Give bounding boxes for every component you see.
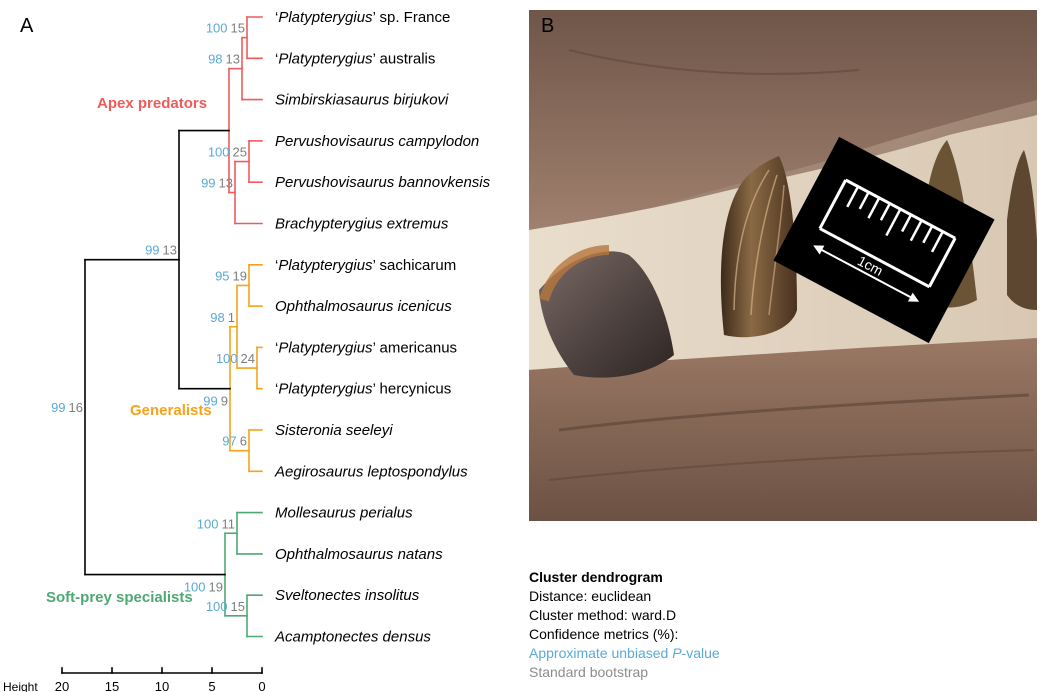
taxon-name: Platypterygius (278, 339, 373, 356)
taxon-label: Brachypterygius extremus (275, 216, 449, 233)
taxon-name: Platypterygius (278, 257, 373, 274)
taxon-name: Pervushovisaurus bannovkensis (275, 174, 491, 191)
confidence-n3-au: 100 (208, 145, 230, 160)
taxon-suffix: ’ sachicarum (373, 257, 457, 274)
taxon-label: ‘Platypterygius’ sachicarum (275, 257, 456, 274)
taxon-label: Acamptonectes densus (274, 629, 431, 646)
legend-method: Cluster method: ward.D (529, 606, 720, 625)
confidence-n14-au: 99 (145, 243, 159, 258)
taxon-name: Platypterygius (278, 381, 373, 398)
taxon-label: ‘Platypterygius’ hercynicus (275, 381, 451, 398)
taxon-label: ‘Platypterygius’ americanus (275, 339, 457, 356)
legend: Cluster dendrogram Distance: euclidean C… (529, 568, 720, 682)
taxon-name: Aegirosaurus leptospondylus (274, 463, 468, 480)
confidence-n9-au: 97 (222, 434, 236, 449)
taxon-label: Mollesaurus perialus (275, 505, 413, 522)
confidence-n6: 95 19 (215, 268, 247, 283)
taxon-name: Ophthalmosaurus natans (275, 546, 443, 563)
confidence-n8-bp: 1 (228, 310, 235, 325)
confidence-n4-au: 99 (201, 176, 215, 191)
taxon-name: Simbirskiasaurus birjukovi (275, 92, 449, 109)
legend-title: Cluster dendrogram (529, 568, 720, 587)
taxon-label: Aegirosaurus leptospondylus (274, 463, 468, 480)
taxon-name: Ophthalmosaurus icenicus (275, 298, 452, 315)
confidence-n2: 98 13 (208, 52, 240, 67)
confidence-n15: 99 16 (51, 400, 83, 415)
taxon-label: Sveltonectes insolitus (275, 587, 420, 604)
confidence-n4: 99 13 (201, 176, 233, 191)
confidence-n9-bp: 6 (240, 434, 247, 449)
taxon-label: Pervushovisaurus campylodon (275, 133, 479, 150)
confidence-n2-au: 98 (208, 52, 222, 67)
confidence-extra-n10-bp: 9 (221, 394, 228, 409)
confidence-n1-au: 100 (206, 21, 228, 36)
taxon-name: Sisteronia seeleyi (275, 422, 393, 439)
taxon-label: Pervushovisaurus bannovkensis (275, 174, 491, 191)
taxon-label: Ophthalmosaurus natans (275, 546, 443, 563)
confidence-n2-bp: 13 (226, 52, 240, 67)
confidence-n9: 97 6 (222, 434, 247, 449)
confidence-n7-au: 100 (216, 351, 238, 366)
legend-distance: Distance: euclidean (529, 587, 720, 606)
confidence-extra-n13-bp: 19 (209, 580, 223, 595)
taxon-label: Sisteronia seeleyi (275, 422, 393, 439)
taxon-label: Simbirskiasaurus birjukovi (275, 92, 449, 109)
axis-tick-label: 15 (105, 679, 119, 692)
taxon-name: Acamptonectes densus (274, 629, 431, 646)
taxon-suffix: ’ hercynicus (373, 381, 452, 398)
taxon-name: Pervushovisaurus campylodon (275, 133, 479, 150)
confidence-n11-bp: 11 (222, 516, 236, 531)
legend-au-italic: P (672, 645, 681, 661)
axis-tick-label: 5 (208, 679, 215, 692)
taxon-suffix: ’ americanus (373, 339, 457, 356)
axis-tick-label: 0 (258, 679, 265, 692)
legend-bp: Standard bootstrap (529, 663, 720, 682)
taxon-name: Platypterygius (278, 50, 373, 67)
confidence-n14: 99 13 (145, 243, 177, 258)
confidence-n12-bp: 15 (231, 599, 245, 614)
taxon-name: Mollesaurus perialus (275, 505, 413, 522)
confidence-n4-bp: 13 (219, 176, 233, 191)
confidence-n6-bp: 19 (233, 268, 247, 283)
legend-au-suffix: -value (682, 645, 720, 661)
legend-au: Approximate unbiased P-value (529, 644, 720, 663)
confidence-n15-au: 99 (51, 400, 65, 415)
taxon-label: Ophthalmosaurus icenicus (275, 298, 452, 315)
taxon-name: Brachypterygius extremus (275, 216, 449, 233)
confidence-n11-au: 100 (197, 516, 219, 531)
confidence-n6-au: 95 (215, 268, 229, 283)
taxon-label: ‘Platypterygius’ sp. France (275, 9, 450, 26)
legend-au-prefix: Approximate unbiased (529, 645, 672, 661)
confidence-n8: 98 1 (210, 310, 235, 325)
taxon-label: ‘Platypterygius’ australis (275, 50, 435, 67)
confidence-n7-bp: 24 (241, 351, 255, 366)
fossil-teeth-photo: 1cm (529, 10, 1037, 521)
taxon-suffix: ’ sp. France (373, 9, 451, 26)
confidence-n12-au: 100 (206, 599, 228, 614)
taxon-name: Platypterygius (278, 9, 373, 26)
legend-confidence: Confidence metrics (%): (529, 625, 720, 644)
confidence-n3-bp: 25 (233, 145, 247, 160)
confidence-n15-bp: 16 (69, 400, 83, 415)
axis-tick-label: 10 (155, 679, 169, 692)
panel-b-label: B (541, 15, 554, 38)
confidence-n8-au: 98 (210, 310, 224, 325)
axis-label: Height (3, 680, 38, 692)
axis-tick-label: 20 (55, 679, 69, 692)
confidence-n1-bp: 15 (231, 21, 245, 36)
taxon-suffix: ’ australis (373, 50, 436, 67)
cluster-label-softprey: Soft-prey specialists (46, 589, 193, 606)
confidence-n14-bp: 13 (163, 243, 177, 258)
taxon-name: Sveltonectes insolitus (275, 587, 420, 604)
cluster-label-generalist: Generalists (130, 402, 212, 419)
cluster-label-apex: Apex predators (97, 95, 207, 112)
